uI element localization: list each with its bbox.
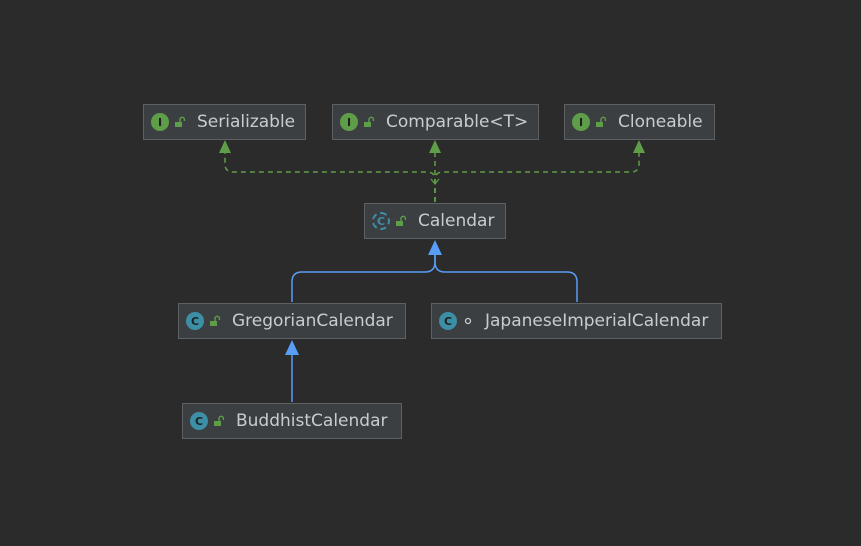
public-lock-open-icon [394, 214, 408, 228]
public-lock-open-icon [362, 115, 376, 129]
implements-arrowhead-serializable [219, 140, 231, 153]
node-gregorian-calendar[interactable]: C GregorianCalendar [178, 303, 406, 339]
package-private-dot-icon [461, 314, 475, 328]
public-lock-open-icon [208, 314, 222, 328]
edge-junction-marker [430, 178, 440, 185]
interface-badge-icon: I [572, 113, 590, 131]
edge-japanese-extends-calendar [434, 252, 578, 302]
public-lock-open-icon [173, 115, 187, 129]
public-lock-open-icon [594, 115, 608, 129]
implements-arrowhead-cloneable [633, 140, 645, 153]
implements-arrowhead-comparable [429, 140, 441, 153]
interface-badge-icon: I [340, 113, 358, 131]
edge-calendar-implements-serializable [224, 150, 436, 202]
class-badge-icon: C [186, 312, 204, 330]
node-japanese-imperial-calendar[interactable]: C JapaneseImperialCalendar [431, 303, 722, 339]
extends-arrowhead-gregorian [285, 340, 299, 355]
edge-calendar-implements-cloneable [434, 150, 640, 202]
node-label: Serializable [197, 112, 296, 132]
node-label: Cloneable [618, 112, 703, 132]
extends-arrowhead-calendar [428, 240, 442, 255]
node-serializable[interactable]: I Serializable [143, 104, 306, 140]
abstract-class-badge-icon: C [372, 212, 390, 230]
class-badge-icon: C [439, 312, 457, 330]
public-lock-open-icon [212, 414, 226, 428]
node-calendar[interactable]: C Calendar [364, 203, 506, 239]
interface-badge-icon: I [151, 113, 169, 131]
node-label: JapaneseImperialCalendar [485, 311, 709, 331]
node-label: GregorianCalendar [232, 311, 393, 331]
node-comparable[interactable]: I Comparable<T> [332, 104, 539, 140]
node-buddhist-calendar[interactable]: C BuddhistCalendar [182, 403, 402, 439]
edge-gregorian-extends-calendar [291, 252, 436, 302]
node-label: Comparable<T> [386, 112, 529, 132]
node-label: BuddhistCalendar [236, 411, 388, 431]
node-cloneable[interactable]: I Cloneable [564, 104, 715, 140]
class-badge-icon: C [190, 412, 208, 430]
node-label: Calendar [418, 211, 495, 231]
